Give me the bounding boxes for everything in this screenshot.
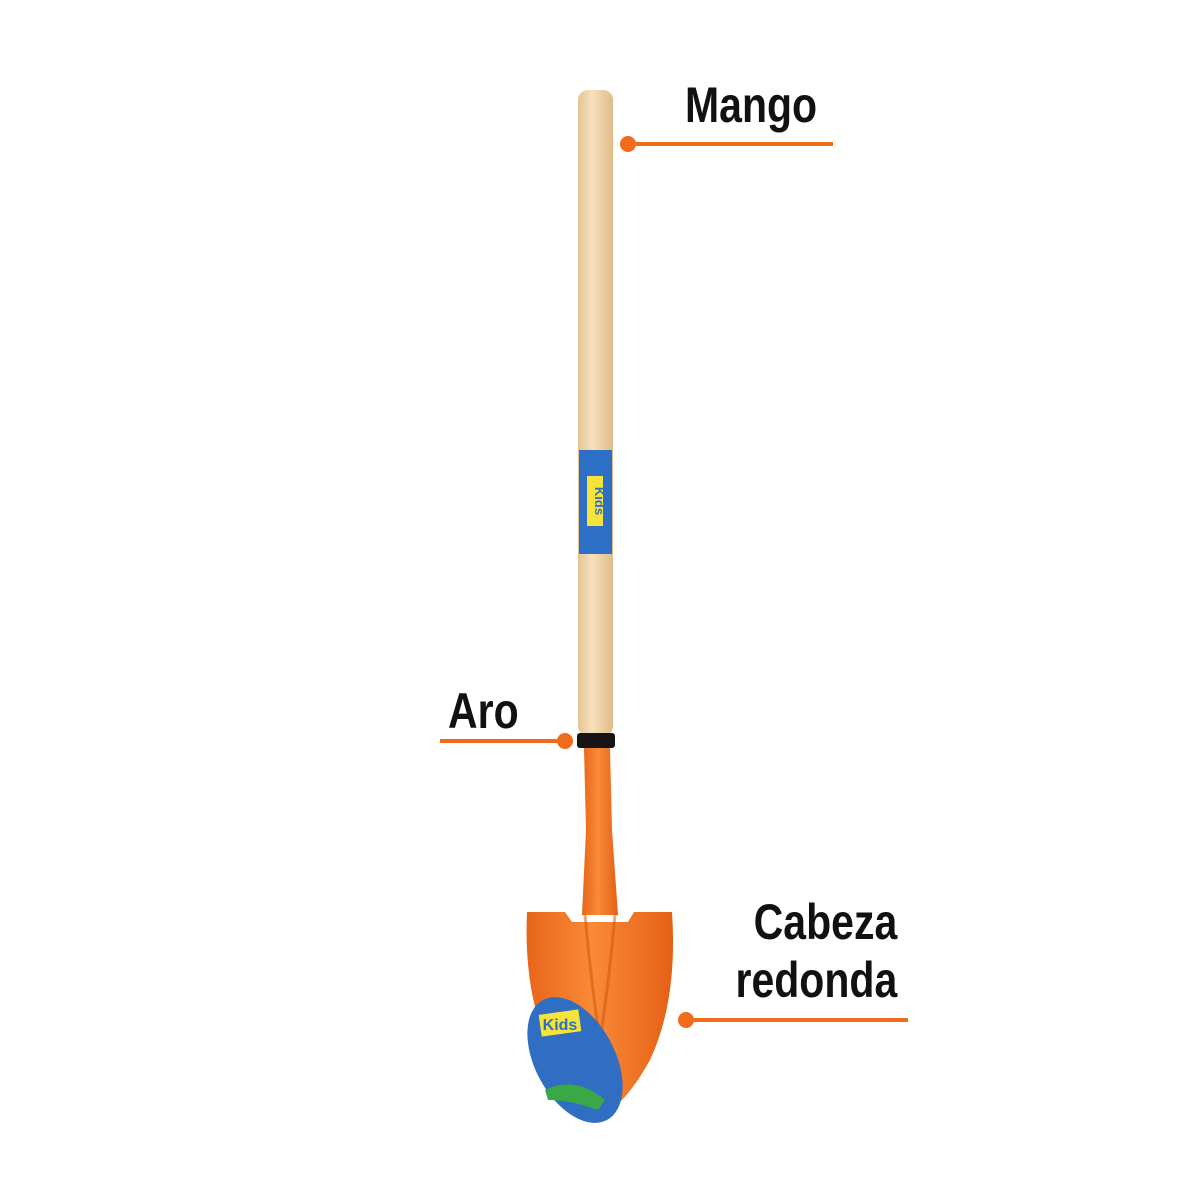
wooden-handle — [578, 90, 613, 736]
label-cabeza-redonda: Cabeza redonda — [735, 893, 897, 1009]
kids-logo-small: Kids — [592, 487, 607, 515]
callout-cabeza — [678, 1012, 908, 1028]
handle-label-band: Kids — [579, 450, 612, 554]
shovel-neck — [582, 748, 618, 915]
label-mango: Mango — [685, 77, 818, 133]
callout-aro — [440, 733, 573, 749]
kids-logo: Kids — [543, 1017, 578, 1034]
ring-ferrule — [577, 733, 615, 748]
label-cabeza-line2: redonda — [735, 952, 897, 1008]
head-label-sticker: Kids — [527, 997, 623, 1123]
callout-mango — [620, 136, 833, 152]
label-cabeza-line1: Cabeza — [753, 894, 897, 950]
label-aro: Aro — [448, 683, 519, 739]
